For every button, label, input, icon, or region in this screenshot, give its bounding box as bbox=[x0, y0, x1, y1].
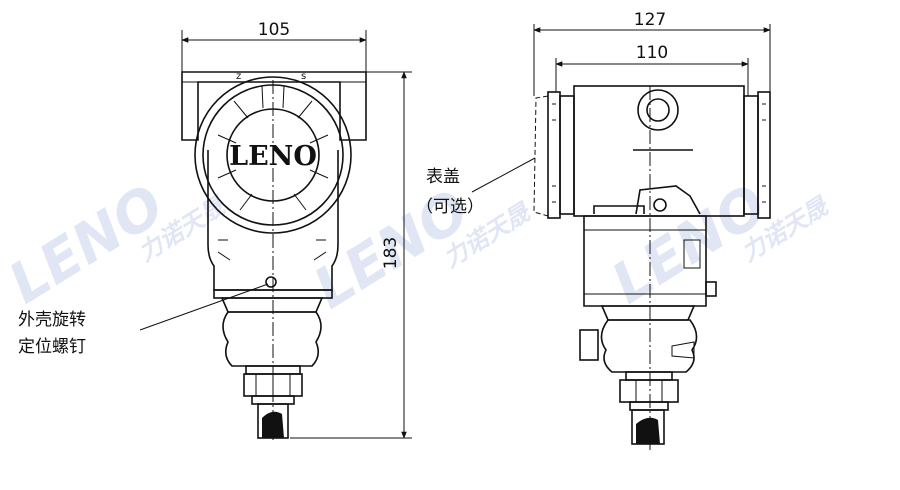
bracket-mark-z: z bbox=[236, 71, 241, 82]
side-top-port bbox=[637, 89, 679, 131]
callout-cover: 表盖 （可选） bbox=[416, 157, 536, 217]
dim-label-127: 127 bbox=[634, 10, 666, 30]
side-lower-body bbox=[600, 319, 698, 373]
dim-label-110: 110 bbox=[636, 43, 668, 63]
side-flange-right-outer bbox=[757, 91, 771, 219]
front-cover-ribs bbox=[217, 85, 329, 211]
side-electronics-block bbox=[583, 215, 707, 307]
side-view bbox=[533, 85, 771, 450]
front-view: z s LENO bbox=[181, 71, 367, 440]
rotation-screw bbox=[265, 276, 277, 288]
callout-screw-line1: 外壳旋转 bbox=[18, 310, 86, 330]
bracket-mark-s: s bbox=[301, 71, 306, 82]
dim-side-width: 127 110 bbox=[533, 10, 771, 96]
watermark-right: LENO 力诺天晟 bbox=[601, 172, 834, 316]
callout-cover-line1: 表盖 bbox=[426, 167, 460, 187]
callout-cover-line2: （可选） bbox=[416, 197, 484, 217]
side-optional-cover bbox=[533, 95, 549, 217]
front-cover-outer bbox=[194, 76, 352, 234]
dim-front-width: 105 bbox=[181, 20, 367, 72]
dim-label-183: 183 bbox=[381, 237, 401, 269]
front-body bbox=[222, 311, 322, 367]
side-hex-nut bbox=[619, 379, 679, 403]
callout-screw-line2: 定位螺钉 bbox=[18, 337, 86, 357]
callout-screw: 外壳旋转 定位螺钉 bbox=[18, 283, 269, 357]
dim-label-105: 105 bbox=[258, 20, 290, 40]
side-flange-left-outer bbox=[547, 91, 561, 219]
dim-height: 183 bbox=[290, 71, 412, 439]
watermark-left: LENO 力诺天晟 bbox=[0, 172, 231, 316]
